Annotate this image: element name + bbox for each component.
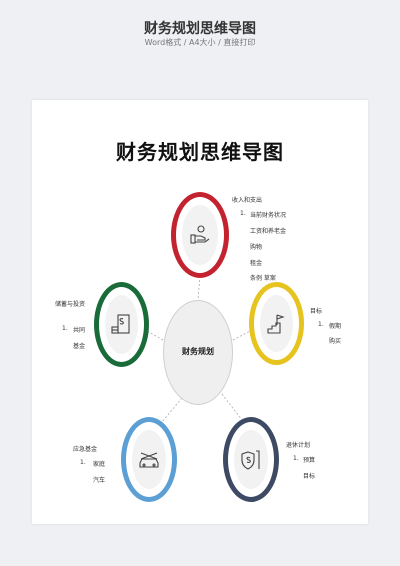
income-title: 收入和支出 <box>232 197 263 204</box>
page-header-title: 财务规划思维导图 <box>144 21 256 37</box>
income-item-5: 条例 草案 <box>250 275 276 282</box>
shield-dollar-icon <box>241 450 260 470</box>
goals-item-1: 假期 <box>329 323 342 330</box>
emergency-title: 应急基金 <box>73 446 98 453</box>
connector-income <box>197 275 201 301</box>
income-node <box>171 192 229 278</box>
income-item-3: 购物 <box>250 244 263 251</box>
money-stack-icon <box>111 314 130 334</box>
connector-retire <box>221 393 243 421</box>
income-item-number: 1. <box>240 210 246 217</box>
emergency-item-2: 汽车 <box>93 477 106 484</box>
savings-title: 储蓄与投资 <box>55 301 86 308</box>
document-title: 财务规划思维导图 <box>116 140 284 164</box>
income-item-4: 租金 <box>250 260 263 267</box>
goals-title: 目标 <box>310 308 323 315</box>
car-tools-icon <box>139 452 159 468</box>
connector-emergency <box>161 397 183 423</box>
savings-item-1: 共同 <box>73 327 86 334</box>
savings-item-2: 基金 <box>73 343 86 350</box>
hand-coin-icon <box>190 225 210 244</box>
center-label: 财务规划 <box>182 347 214 356</box>
goals-item-2: 购买 <box>329 338 342 345</box>
goal-flag-icon <box>267 314 285 334</box>
center-node <box>163 300 233 405</box>
income-item-2: 工资和养老金 <box>250 228 287 235</box>
retire-title: 退休计划 <box>286 442 311 449</box>
retire-item-number: 1. <box>293 455 299 462</box>
savings-item-number: 1. <box>62 325 68 332</box>
goals-node <box>249 282 304 365</box>
emergency-item-1: 家庭 <box>93 461 106 468</box>
savings-node <box>94 282 149 367</box>
goals-item-number: 1. <box>318 321 324 328</box>
retire-item-1: 预算 <box>303 457 316 464</box>
connector-goals <box>232 329 253 341</box>
income-item-1: 当前财务状况 <box>250 212 287 219</box>
retire-item-2: 目标 <box>303 473 316 480</box>
emergency-node <box>121 417 177 502</box>
emergency-item-number: 1. <box>80 459 86 466</box>
retire-node <box>223 417 279 502</box>
page-header-subtitle: Word格式 / A4大小 / 直接打印 <box>144 38 256 47</box>
